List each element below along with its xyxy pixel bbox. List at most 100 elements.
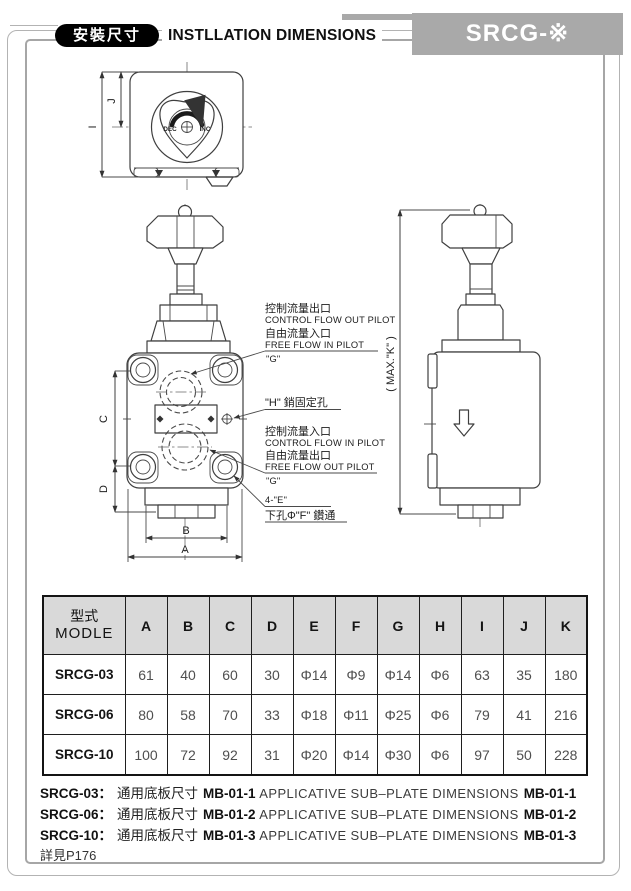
table-header-col: C xyxy=(208,595,252,655)
table-header-col: J xyxy=(502,595,546,655)
ann-free-flow-out-zh: 自由流量出口 xyxy=(265,448,331,462)
note-code2: MB-01-2 xyxy=(523,807,577,822)
ann-control-flow-in-en: CONTROL FLOW IN PILOT xyxy=(265,438,385,448)
table-header-model-zh: 型式 xyxy=(70,608,99,624)
ann-bolt-holes-line2: 下孔Φ"F" 鑽通 xyxy=(265,508,335,522)
table-cell: 63 xyxy=(460,654,504,695)
table-header-col: A xyxy=(124,595,168,655)
side-view-drawing: ( MAX."K" ) xyxy=(385,204,541,528)
table-header-model-en: MODLE xyxy=(55,625,114,642)
note-code2: MB-01-1 xyxy=(523,786,577,801)
table-cell: 33 xyxy=(250,694,294,735)
table-cell: 70 xyxy=(208,694,252,735)
port-g-top-label: "G" xyxy=(266,354,280,364)
ann-free-flow-in-en: FREE FLOW IN PILOT xyxy=(265,340,364,350)
table-header-col: I xyxy=(460,595,504,655)
note-en: APPLICATIVE SUB–PLATE DIMENSIONS xyxy=(259,828,519,843)
table-cell: Φ11 xyxy=(334,694,378,735)
knob-dec-label: DEC xyxy=(163,126,177,133)
page-title: INSTLLATION DIMENSIONS xyxy=(162,25,383,47)
table-cell: Φ18 xyxy=(292,694,336,735)
ann-control-flow-in-zh: 控制流量入口 xyxy=(265,424,331,438)
port-annotations: 控制流量出口 CONTROL FLOW OUT PILOT 自由流量入口 FRE… xyxy=(190,301,396,523)
note-zh: 通用底板尺寸 xyxy=(117,828,199,843)
note-line: SRCG-10： 通用底板尺寸 MB-01-3 APPLICATIVE SUB–PL… xyxy=(40,825,606,846)
table-cell: 80 xyxy=(124,694,168,735)
note-code: MB-01-2 xyxy=(203,807,256,822)
table-cell: 72 xyxy=(166,734,210,776)
table-cell: Φ25 xyxy=(376,694,420,735)
table-row: SRCG-06 80 58 70 33 Φ18 Φ11 Φ25 Φ6 79 41… xyxy=(42,694,588,735)
table-cell: Φ6 xyxy=(418,654,462,695)
note-zh: 通用底板尺寸 xyxy=(117,786,199,801)
dim-label-b: B xyxy=(182,525,189,537)
note-model: SRCG-03： xyxy=(40,786,113,801)
table-cell: 97 xyxy=(460,734,504,776)
table-cell: Φ14 xyxy=(292,654,336,695)
table-cell: Φ6 xyxy=(418,694,462,735)
table-row: SRCG-03 61 40 60 30 Φ14 Φ9 Φ14 Φ6 63 35 … xyxy=(42,654,588,695)
see-reference: 詳見P176 xyxy=(40,848,97,863)
table-cell: 79 xyxy=(460,694,504,735)
table-cell-model: SRCG-06 xyxy=(42,694,126,735)
table-cell: 92 xyxy=(208,734,252,776)
front-view-drawing: C D B A xyxy=(98,204,247,562)
table-cell: 60 xyxy=(208,654,252,695)
table-cell: Φ14 xyxy=(334,734,378,776)
note-code2: MB-01-3 xyxy=(523,828,577,843)
note-line: SRCG-03： 通用底板尺寸 MB-01-1 APPLICATIVE SUB–PL… xyxy=(40,783,606,804)
table-cell: 58 xyxy=(166,694,210,735)
ann-control-flow-out-en: CONTROL FLOW OUT PILOT xyxy=(265,315,396,325)
knob-inc-label: INC xyxy=(200,126,211,133)
note-zh: 通用底板尺寸 xyxy=(117,807,199,822)
table-cell-model: SRCG-03 xyxy=(42,654,126,695)
table-cell: Φ30 xyxy=(376,734,420,776)
header-rule-left xyxy=(10,25,58,26)
ann-free-flow-in-zh: 自由流量入口 xyxy=(265,326,331,340)
dim-label-i: I xyxy=(87,125,99,128)
table-cell: 31 xyxy=(250,734,294,776)
dimension-table: 型式 MODLE A B C D E F G H I J K SRCG-03 6… xyxy=(42,595,588,776)
table-cell: 61 xyxy=(124,654,168,695)
table-cell: 100 xyxy=(124,734,168,776)
table-cell: 180 xyxy=(544,654,588,695)
technical-drawing: DEC INC I J xyxy=(87,62,541,562)
note-model: SRCG-06： xyxy=(40,807,113,822)
ann-pin-hole-label: "H" 銷固定孔 xyxy=(265,395,328,409)
table-cell: 41 xyxy=(502,694,546,735)
table-header-col: K xyxy=(544,595,588,655)
note-en: APPLICATIVE SUB–PLATE DIMENSIONS xyxy=(259,807,519,822)
table-cell-model: SRCG-10 xyxy=(42,734,126,776)
note-en: APPLICATIVE SUB–PLATE DIMENSIONS xyxy=(259,786,519,801)
dim-label-a: A xyxy=(181,544,189,556)
top-view-drawing: DEC INC I J xyxy=(87,62,252,191)
table-cell: 216 xyxy=(544,694,588,735)
ann-control-flow-out-zh: 控制流量出口 xyxy=(265,301,331,315)
table-header-col: G xyxy=(376,595,420,655)
dim-label-c: C xyxy=(98,415,110,423)
table-cell: Φ9 xyxy=(334,654,378,695)
note-model: SRCG-10： xyxy=(40,828,113,843)
table-cell: Φ14 xyxy=(376,654,420,695)
table-header-col: H xyxy=(418,595,462,655)
model-code-box: SRCG-※ xyxy=(412,13,623,55)
subplate-notes: SRCG-03： 通用底板尺寸 MB-01-1 APPLICATIVE SUB–PL… xyxy=(40,783,606,866)
table-cell: 35 xyxy=(502,654,546,695)
table-cell: Φ20 xyxy=(292,734,336,776)
table-cell: 228 xyxy=(544,734,588,776)
table-cell: 40 xyxy=(166,654,210,695)
section-badge: 安裝尺寸 xyxy=(55,24,159,47)
table-cell: 50 xyxy=(502,734,546,776)
model-code-text: SRCG-※ xyxy=(465,20,570,47)
table-header-model: 型式 MODLE xyxy=(42,595,126,655)
table-header-row: 型式 MODLE A B C D E F G H I J K xyxy=(42,595,588,655)
table-row: SRCG-10 100 72 92 31 Φ20 Φ14 Φ30 Φ6 97 5… xyxy=(42,734,588,776)
dim-label-j: J xyxy=(106,98,118,104)
ann-bolt-holes-line1: 4-"E" xyxy=(265,495,287,505)
table-cell: 30 xyxy=(250,654,294,695)
table-header-col: B xyxy=(166,595,210,655)
table-header-col: F xyxy=(334,595,378,655)
table-header-col: E xyxy=(292,595,336,655)
note-code: MB-01-3 xyxy=(203,828,256,843)
